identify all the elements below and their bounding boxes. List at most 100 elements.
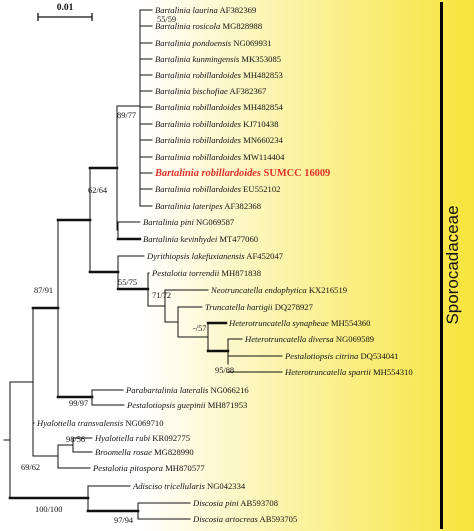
taxon-species: Bartalinia pondoensis	[155, 38, 232, 48]
family-label: Sporocadaceae	[443, 205, 462, 324]
taxon-label: Broomella rosae MG828990	[95, 447, 194, 457]
taxon-accession: NG069710	[123, 418, 163, 428]
taxon-label: Discosia pini AB593708	[192, 498, 278, 508]
taxon-species: Bartalinia robillardoides	[155, 152, 242, 162]
taxon-accession: MH554360	[329, 318, 371, 328]
taxon-label: Hyalotiella rubi KR092775	[94, 433, 190, 443]
support-value: 62/64	[88, 186, 108, 195]
support-value: 97/94	[114, 516, 134, 525]
support-value: 99/97	[69, 399, 88, 408]
taxon-species: Heterotruncatella spartii	[284, 367, 371, 377]
taxon-species: Pestalotia torrendii	[151, 268, 220, 278]
taxon-species: Heterotruncatella diversa	[244, 334, 334, 344]
taxon-label: Bartalinia robillardoides MH482853	[155, 70, 283, 80]
taxon-species: Truncatella hartigii	[205, 302, 273, 312]
scale-bar-label: 0.01	[57, 3, 74, 13]
taxon-label: Pestalotiopsis guepinii MH871953	[126, 400, 247, 410]
taxon-species: Pestalotiopsis citrina	[284, 351, 358, 361]
taxon-accession: KX216519	[307, 285, 347, 295]
taxon-species: Bartalinia lateripes	[155, 201, 223, 211]
taxon-accession: MK353085	[239, 54, 281, 64]
taxon-accession: MH871953	[206, 400, 248, 410]
support-value: 69/62	[21, 463, 40, 472]
taxon-label: Bartalinia robillardoides SUMCC 16009	[154, 168, 330, 179]
taxon-species: Bartalinia laurina	[155, 5, 218, 15]
taxon-label: Bartalinia laurina AF382369	[155, 5, 256, 15]
taxon-species: Pestalotia pitospora	[92, 463, 163, 473]
taxon-label: Parabartalinia lateralis NG066216	[125, 385, 249, 395]
taxon-accession: MN660234	[241, 135, 283, 145]
taxon-species: Dyrithiopsis lakefuxianensis	[146, 251, 245, 261]
taxon-species: Hyalotiella rubi	[94, 433, 151, 443]
taxon-accession: NG069589	[334, 334, 374, 344]
taxon-accession: SUMCC 16009	[261, 168, 330, 179]
taxon-species: Parabartalinia lateralis	[125, 385, 209, 395]
taxon-label: Adisciso tricellularis NG042334	[132, 481, 246, 491]
taxon-species: Bartalinia robillardoides	[155, 119, 242, 129]
support-value: 55/75	[118, 278, 137, 287]
support-value: 87/91	[34, 286, 53, 295]
taxon-species: Bartalinia robillardoides	[155, 135, 242, 145]
taxon-accession: NG066216	[208, 385, 249, 395]
taxon-accession: AB593705	[258, 514, 297, 524]
taxon-label: Bartalinia pondoensis NG069931	[155, 38, 272, 48]
taxon-accession: AF382367	[228, 86, 267, 96]
family-bar	[440, 2, 443, 529]
taxon-label: Bartalinia pini NG069587	[143, 217, 235, 227]
taxon-accession: AF382368	[223, 201, 261, 211]
taxon-species: Hyalotiella transvalensis	[36, 418, 124, 428]
support-value: 55/59	[157, 15, 176, 24]
taxon-species: Bartalinia kunmingensis	[155, 54, 240, 64]
taxon-accession: MH482853	[241, 70, 283, 80]
taxon-accession: MG828988	[220, 21, 262, 31]
taxon-label: Bartalinia robillardoides EU552102	[155, 184, 280, 194]
taxon-label: Bartalinia lateripes AF382368	[155, 201, 261, 211]
support-value: 71/72	[152, 291, 171, 300]
taxon-accession: DQ278927	[273, 302, 314, 312]
tree-branches	[3, 9, 283, 520]
taxon-species: Broomella rosae	[95, 447, 152, 457]
taxon-label: Heterotruncatella diversa NG069589	[244, 334, 374, 344]
background-gradient	[140, 0, 474, 531]
taxon-species: Adisciso tricellularis	[132, 481, 206, 491]
taxon-label: Bartalinia robillardoides MN660234	[155, 135, 284, 145]
support-value: 95/88	[215, 366, 234, 375]
taxon-label: Bartalinia robillardoides MW114404	[155, 152, 285, 162]
taxon-accession: AB593708	[239, 498, 278, 508]
taxon-label: Pestalotiopsis citrina DQ534041	[284, 351, 399, 361]
taxon-species: Bartalinia bischofiae	[155, 86, 228, 96]
support-value: -/57	[193, 324, 207, 333]
taxon-species: Bartalinia robillardoides	[155, 184, 242, 194]
taxon-label: Bartalinia robillardoides KJ710438	[155, 119, 279, 129]
taxon-label: Bartalinia rosicola MG828988	[155, 21, 262, 31]
taxon-label: Heterotruncatella spartii MH554310	[284, 367, 413, 377]
taxon-label: Hyalotiella transvalensis NG069710	[36, 418, 164, 428]
taxon-accession: NG069587	[194, 217, 235, 227]
support-value: 89/77	[117, 111, 136, 120]
taxon-label: Bartalinia kevinhydei MT477060	[143, 234, 258, 244]
taxon-label: Pestalotia torrendii MH871838	[151, 268, 261, 278]
taxon-label: Bartalinia kunmingensis MK353085	[155, 54, 281, 64]
taxon-accession: AF382369	[218, 5, 256, 15]
taxon-label: Truncatella hartigii DQ278927	[205, 302, 314, 312]
taxon-accession: MH871838	[219, 268, 261, 278]
taxon-accession: MW114404	[241, 152, 285, 162]
taxon-species: Bartalinia pini	[143, 217, 194, 227]
taxon-label: Dyrithiopsis lakefuxianensis AF452047	[146, 251, 284, 261]
taxon-label: Discosia artocreas AB593705	[192, 514, 297, 524]
taxon-accession: EU552102	[241, 184, 280, 194]
support-values: 55/59 89/77 62/64 55/75 71/72 -/57 95/88 87/91 9…	[21, 15, 234, 525]
taxon-accession: KJ710438	[241, 119, 278, 129]
taxon-accession: AF452047	[245, 251, 284, 261]
taxon-species: Bartalinia robillardoides	[155, 70, 242, 80]
taxon-species: Bartalinia robillardoides	[154, 168, 261, 179]
taxon-accession: MH482854	[241, 102, 283, 112]
taxon-accession: MH554310	[371, 367, 413, 377]
taxon-species: Discosia pini	[192, 498, 239, 508]
taxon-species: Pestalotiopsis guepinii	[126, 400, 206, 410]
taxon-label: Pestalotia pitospora MH870577	[92, 463, 205, 473]
scale-bar: 0.01	[37, 3, 93, 21]
